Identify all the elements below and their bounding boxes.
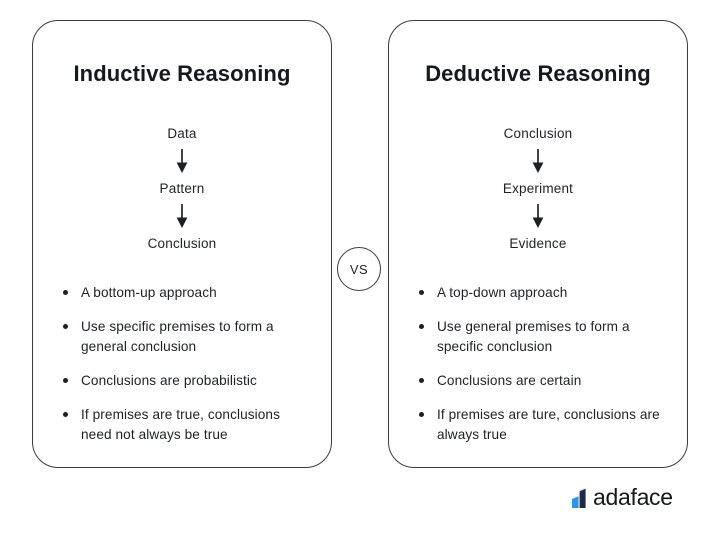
list-item-text: A bottom-up approach	[81, 285, 217, 300]
arrow-down-icon	[528, 148, 548, 174]
bullet-dot-icon	[419, 290, 424, 295]
flow-deductive: Conclusion Experiment Evidence	[389, 125, 687, 253]
flow-step-label: Conclusion	[503, 126, 573, 141]
list-item: Conclusions are certain	[415, 371, 669, 391]
list-item: Use general premises to form a specific …	[415, 317, 669, 357]
arrow-down-icon	[172, 203, 192, 229]
bullet-dot-icon	[63, 412, 68, 417]
bullet-dot-icon	[63, 378, 68, 383]
list-item-text: If premises are true, conclusions need n…	[81, 407, 280, 442]
list-item-text: Use general premises to form a specific …	[437, 319, 630, 354]
arrow-down-icon	[172, 148, 192, 174]
bullet-dot-icon	[419, 378, 424, 383]
list-item-text: Conclusions are probabilistic	[81, 373, 257, 388]
adaface-bars-logo-icon	[572, 488, 589, 509]
list-item: Conclusions are probabilistic	[59, 371, 313, 391]
card-inductive-reasoning: Inductive Reasoning Data Pattern Conclus…	[32, 20, 332, 468]
list-item: If premises are true, conclusions need n…	[59, 405, 313, 445]
list-item-text: Conclusions are certain	[437, 373, 582, 388]
list-item-text: A top-down approach	[437, 285, 568, 300]
vs-separator-badge: VS	[337, 247, 381, 291]
bullet-dot-icon	[419, 324, 424, 329]
list-item: Use specific premises to form a general …	[59, 317, 313, 357]
flow-step-label: Conclusion	[147, 236, 217, 251]
flow-step-label: Pattern	[159, 181, 205, 196]
flow-inductive: Data Pattern Conclusion	[33, 125, 331, 253]
bullet-list-deductive: A top-down approach Use general premises…	[415, 283, 669, 445]
arrow-down-icon	[528, 203, 548, 229]
list-item: A bottom-up approach	[59, 283, 313, 303]
flow-step-label: Experiment	[502, 181, 574, 196]
list-item-text: Use specific premises to form a general …	[81, 319, 274, 354]
adaface-logo: adaface	[572, 486, 673, 509]
flow-step-label: Data	[167, 126, 197, 141]
card-title-deductive: Deductive Reasoning	[425, 61, 651, 86]
bullet-dot-icon	[63, 324, 68, 329]
card-deductive-reasoning: Deductive Reasoning Conclusion Experimen…	[388, 20, 688, 468]
bullet-dot-icon	[419, 412, 424, 417]
flow-step-label: Evidence	[509, 236, 567, 251]
adaface-wordmark: adaface	[593, 484, 673, 510]
list-item: A top-down approach	[415, 283, 669, 303]
list-item: If premises are ture, conclusions are al…	[415, 405, 669, 445]
bullet-list-inductive: A bottom-up approach Use specific premis…	[59, 283, 313, 445]
card-title-inductive: Inductive Reasoning	[73, 61, 291, 86]
bullet-dot-icon	[63, 290, 68, 295]
list-item-text: If premises are ture, conclusions are al…	[437, 407, 660, 442]
